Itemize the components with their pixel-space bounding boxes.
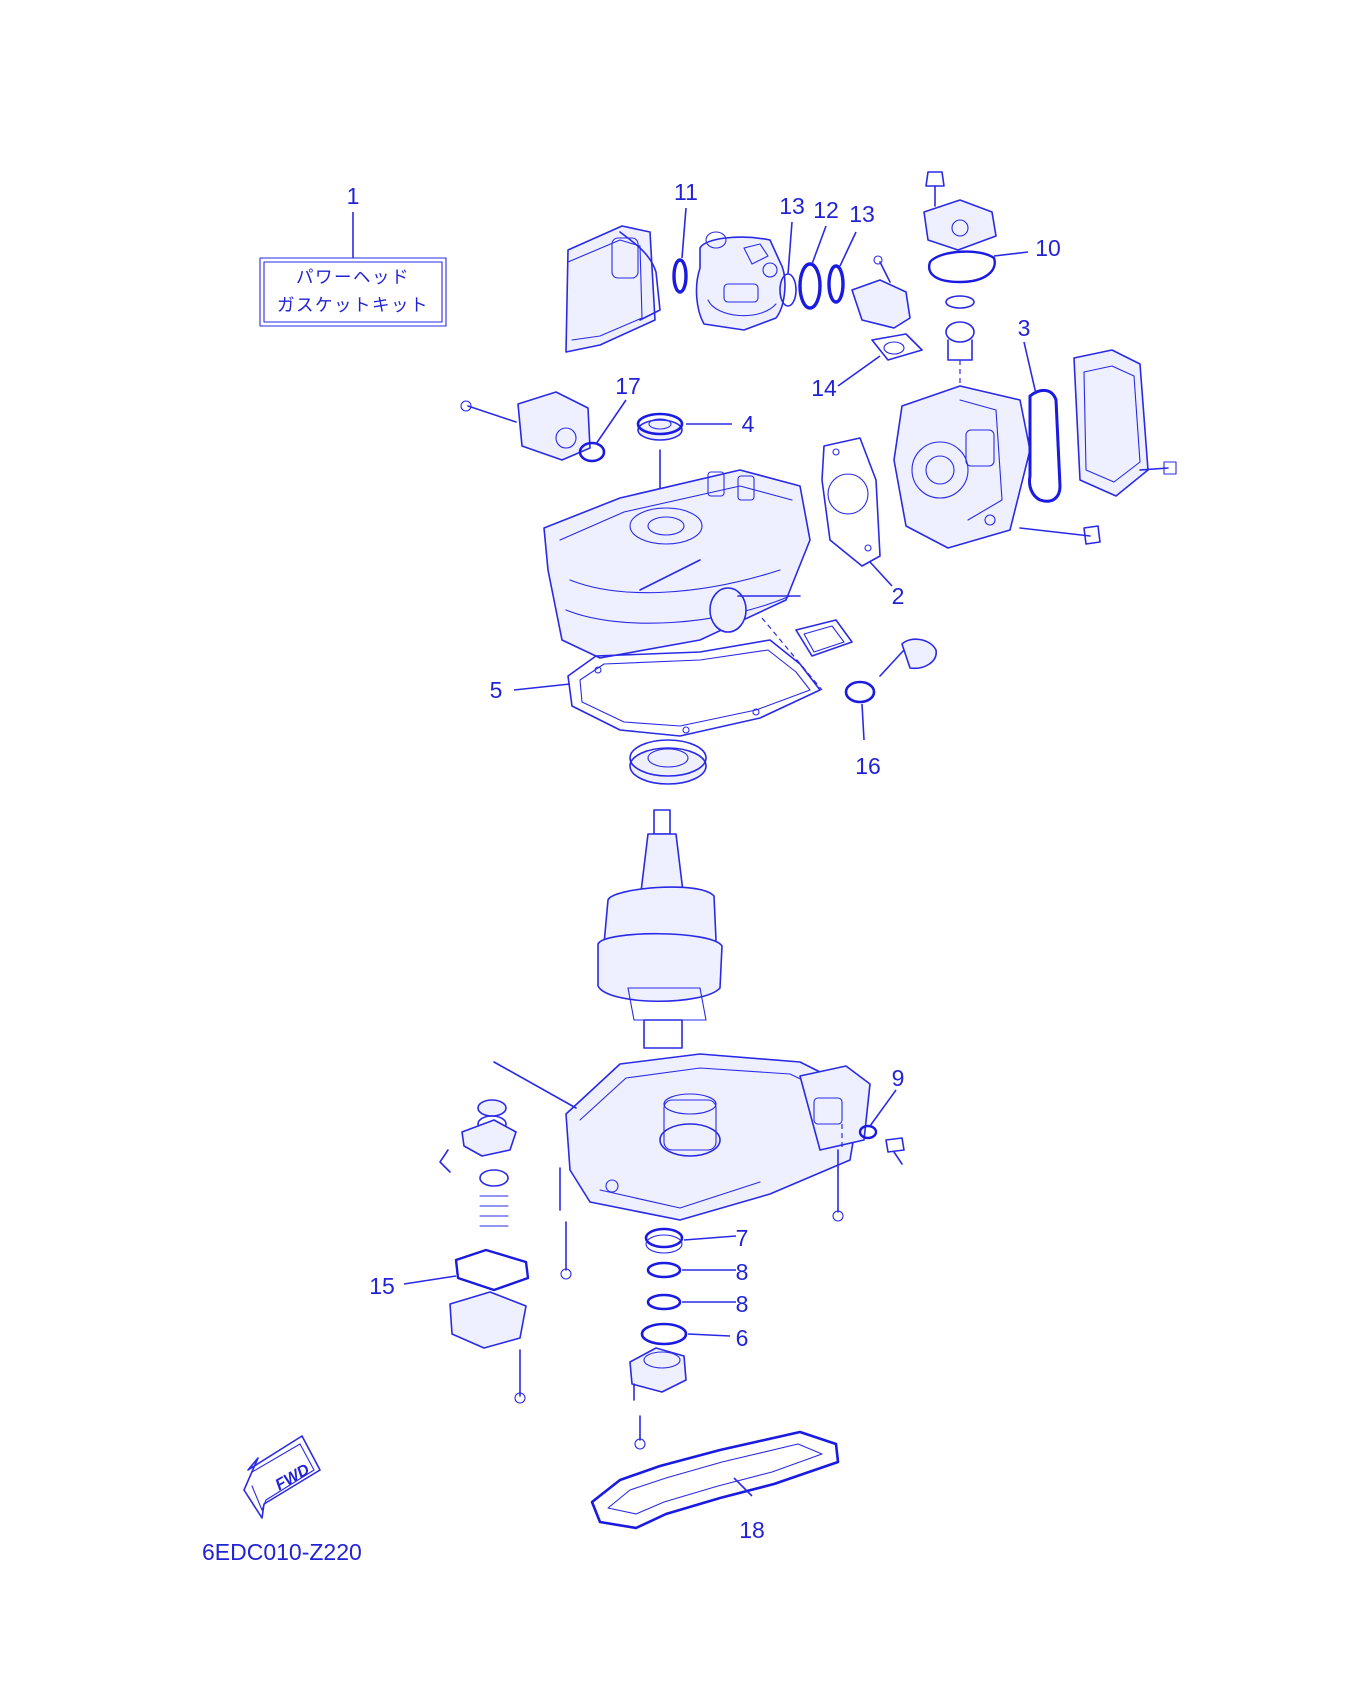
callout-11: 11	[674, 179, 698, 205]
pressure-relief-group	[439, 1099, 530, 1404]
cylinder-block	[543, 469, 811, 659]
main-bearing	[629, 739, 707, 785]
fwd-arrow-icon: FWD	[243, 1435, 321, 1519]
drain-bolt	[858, 1124, 905, 1165]
callout-17: 17	[615, 373, 641, 399]
callout-4: 4	[742, 411, 755, 437]
callout-14: 14	[811, 375, 837, 401]
oil-strainer	[629, 1347, 687, 1450]
lower-seal-stack	[640, 1227, 688, 1346]
callout-9: 9	[892, 1065, 905, 1091]
callout-10: 10	[1035, 235, 1061, 261]
kit-label-line1: パワーヘッド	[296, 268, 410, 288]
carburetor	[695, 231, 786, 331]
exhaust-gasket-18	[590, 1430, 840, 1530]
callout-13a: 13	[779, 193, 805, 219]
callout-15: 15	[369, 1273, 395, 1299]
kit-label-box: パワーヘッド ガスケットキット	[259, 257, 447, 327]
callout-8b: 8	[736, 1291, 749, 1317]
callout-13b: 13	[849, 201, 875, 227]
callout-3: 3	[1018, 315, 1031, 341]
diagram-code: 6EDC010-Z220	[202, 1539, 362, 1565]
anode-cover	[795, 619, 853, 657]
head-cover-gasket-3	[1028, 389, 1062, 503]
head-cover	[1073, 349, 1177, 497]
head-gasket-2	[821, 437, 881, 567]
callout-16: 16	[855, 753, 881, 779]
oil-dipstick	[844, 638, 937, 704]
callout-numbers: 1 2 3 4 5 6 7 8 8 9 10 11 12 13 13 14 15…	[347, 179, 1061, 1543]
callout-6: 6	[736, 1325, 749, 1351]
gasket-12	[798, 262, 822, 310]
callout-5: 5	[490, 677, 503, 703]
gasket-13b	[827, 264, 845, 304]
crankshaft	[597, 809, 723, 1049]
kit-label-line2: ガスケットキット	[277, 296, 429, 316]
fuel-pump	[460, 391, 606, 463]
callout-12: 12	[813, 197, 839, 223]
callout-2: 2	[892, 583, 905, 609]
crankcase-gasket-5	[567, 639, 821, 737]
crankcase-bolts	[559, 1124, 844, 1280]
intake-manifold	[851, 255, 923, 361]
lower-crankcase	[565, 1053, 871, 1221]
oil-seal-4	[636, 412, 684, 511]
exhaust-cover	[565, 225, 661, 353]
callout-18: 18	[739, 1517, 765, 1543]
cylinder-head	[893, 385, 1031, 549]
thermostat-group	[923, 171, 997, 400]
callout-8a: 8	[736, 1259, 749, 1285]
callout-1: 1	[347, 183, 360, 209]
o-ring-11	[672, 258, 688, 294]
callout-7: 7	[736, 1225, 749, 1251]
fwd-label: FWD	[273, 1461, 313, 1494]
